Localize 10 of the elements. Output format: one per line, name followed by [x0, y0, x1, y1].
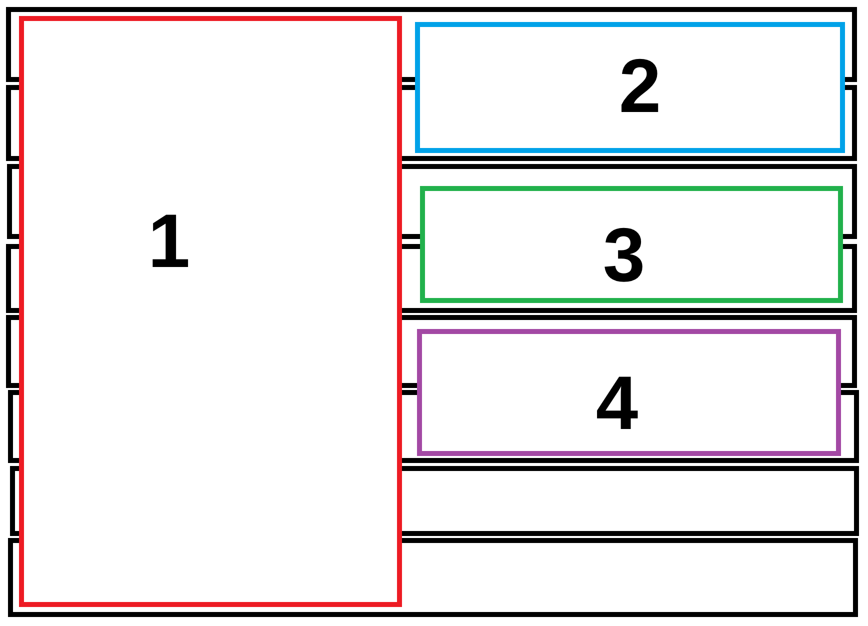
- region-number: 4: [596, 366, 638, 442]
- region-number: 2: [618, 49, 662, 125]
- region-box: [415, 22, 845, 153]
- region-number: 3: [602, 218, 646, 294]
- region-box: [417, 329, 841, 456]
- row-box: [8, 538, 858, 617]
- region-box: [19, 16, 402, 607]
- region-number: 1: [148, 204, 190, 280]
- row-box: [10, 466, 859, 536]
- region-box: [420, 186, 843, 303]
